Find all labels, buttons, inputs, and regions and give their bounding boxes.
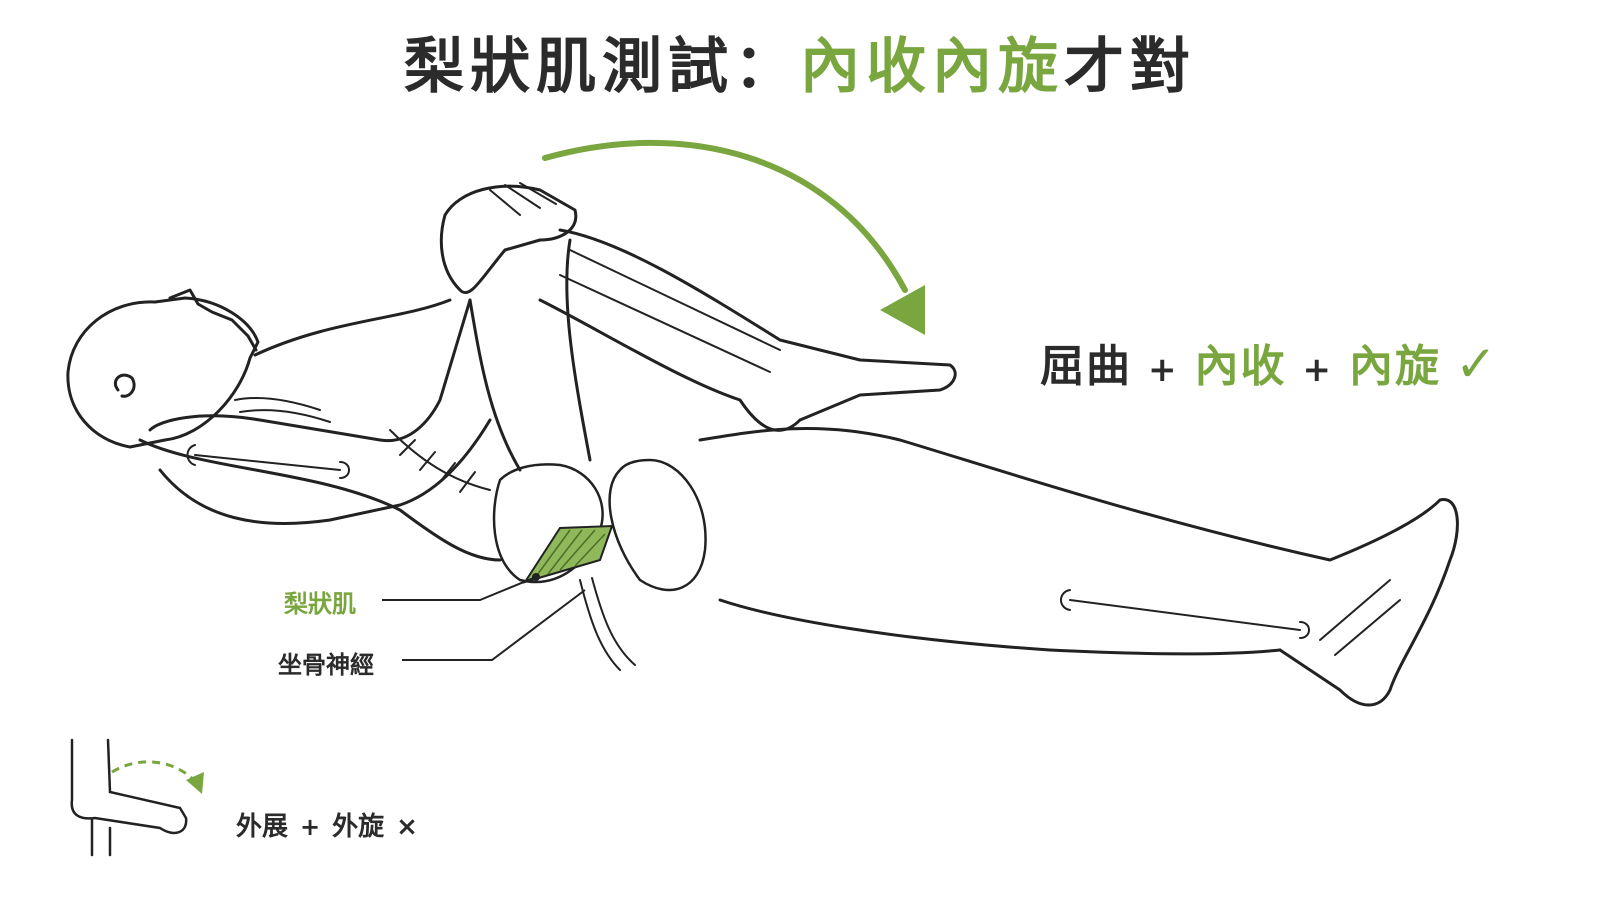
formula-term-flexion: 屈曲 — [1040, 341, 1132, 392]
face-profile — [168, 288, 258, 352]
formula-term-adduction: 內收 — [1194, 341, 1287, 392]
page-title: 梨狀肌測試：內收內旋才對 — [0, 18, 1600, 105]
bent-thigh-front — [468, 298, 522, 472]
wrong-term-external-rotation: 外旋 — [332, 812, 385, 842]
sciatic-nerve-path — [579, 577, 636, 671]
bent-shin-bottom — [538, 298, 802, 432]
back-outline — [138, 438, 502, 562]
wrong-term-abduction: 外展 — [236, 812, 289, 842]
inset-leg-diagram — [70, 738, 188, 857]
title-part-3: 才對 — [1064, 32, 1196, 102]
piriformis-leader-line — [382, 576, 537, 601]
pelvis-right — [608, 458, 707, 592]
straight-leg-top — [698, 426, 1459, 707]
ribs — [234, 397, 331, 423]
wrong-formula: 外展 + 外旋 × — [236, 806, 418, 843]
hands — [439, 184, 578, 294]
humerus — [186, 444, 350, 479]
cross-icon: × — [396, 812, 418, 842]
head-outline — [66, 296, 260, 449]
upper-arm — [148, 298, 472, 443]
title-part-2: 內收內旋 — [800, 32, 1064, 102]
correct-formula: 屈曲 + 內收 + 內旋 ✓ — [1040, 330, 1499, 394]
sciatic-nerve-label: 坐骨神經 — [278, 651, 374, 679]
straight-leg-bottom — [718, 598, 1282, 656]
spine — [389, 429, 491, 493]
tibia-bent — [559, 249, 781, 373]
formula-plus-1: + — [1148, 350, 1179, 390]
piriformis-muscle — [522, 524, 614, 584]
formula-plus-2: + — [1302, 350, 1333, 390]
sciatic-leader-line — [402, 589, 586, 661]
forearm — [158, 418, 492, 525]
fingers — [489, 182, 557, 216]
bent-thigh-back — [565, 238, 592, 462]
bent-shin-top — [558, 228, 957, 422]
check-icon: ✓ — [1455, 335, 1499, 393]
wrong-plus: + — [300, 813, 321, 841]
ear — [113, 373, 136, 398]
curved-arrow-icon — [542, 139, 925, 335]
dashed-arrow-icon — [111, 760, 204, 794]
femur-straight — [1060, 589, 1310, 639]
formula-term-internal-rotation: 內旋 — [1349, 341, 1441, 392]
piriformis-label: 梨狀肌 — [284, 590, 356, 618]
chest-outline — [253, 298, 452, 357]
foot-bones — [1319, 579, 1401, 656]
title-part-1: 梨狀肌測試： — [404, 32, 800, 102]
